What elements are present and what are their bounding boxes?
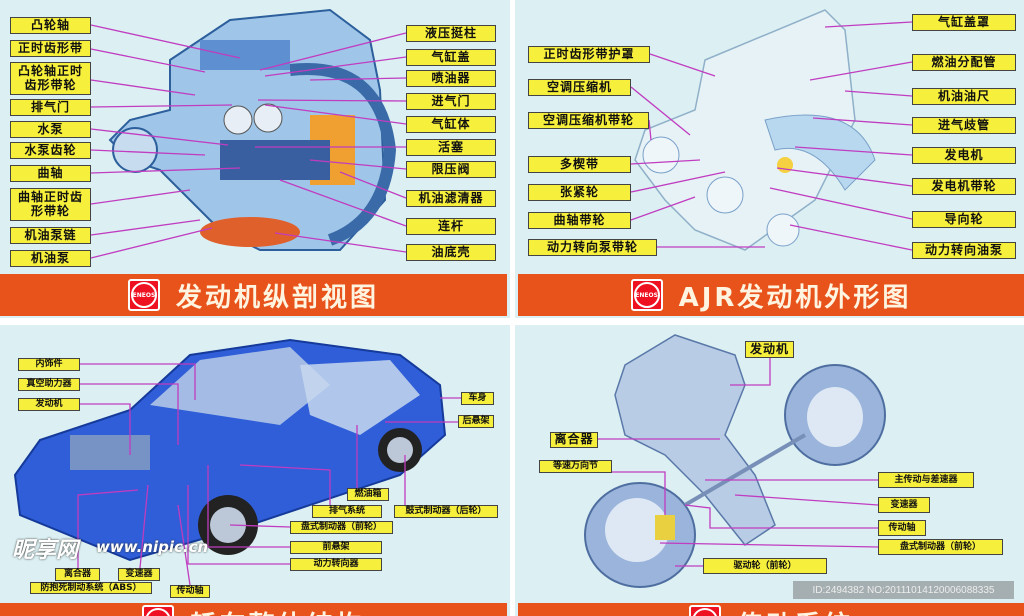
label-cylinder-head: 气缸盖: [406, 49, 496, 66]
eneos-logo: ENEOS: [688, 605, 721, 616]
panel-car-structure: 内饰件 真空助力器 发动机 车身 后悬架 燃油箱 排气系统 鼓式制动器（后轮） …: [0, 325, 510, 616]
eneos-logo: ENEOS: [630, 279, 663, 311]
label-oil-pump: 机油泵: [10, 250, 91, 267]
leader-lines: [90, 24, 407, 259]
leader-lines: [598, 358, 879, 567]
label-connecting-rod: 连杆: [406, 218, 496, 235]
label-brake-booster: 真空助力器: [18, 378, 80, 391]
label-exhaust-valve: 排气门: [10, 99, 91, 116]
label-ac-compressor-pulley: 空调压缩机带轮: [528, 112, 649, 129]
leader-lines: [77, 363, 461, 586]
title-bar: ENEOS AJR发动机外形图: [518, 274, 1024, 316]
label-front-suspension: 前悬架: [290, 541, 382, 554]
eneos-logo: ENEOS: [127, 279, 160, 311]
label-drive-shaft: 传动轴: [878, 520, 926, 536]
label-rear-suspension: 后悬架: [458, 415, 494, 428]
panel-drivetrain: 发动机 离合器 等速万向节 主传动与差速器 变速器 传动轴 盘式制动器（前轮） …: [515, 325, 1024, 616]
label-alternator: 发电机: [912, 147, 1016, 164]
label-drive-wheel-front: 驱动轮（前轮）: [703, 558, 827, 574]
label-final-drive-differential: 主传动与差速器: [878, 472, 974, 488]
label-timing-belt-cover: 正时齿形带护罩: [528, 46, 650, 63]
leader-lines: [630, 21, 913, 251]
label-engine: 发动机: [745, 341, 794, 358]
label-hydraulic-tappet: 液压挺柱: [406, 25, 496, 42]
label-camshaft: 凸轮轴: [10, 17, 91, 34]
panel-title: 发动机纵剖视图: [175, 282, 379, 313]
label-cylinder-block: 气缸体: [406, 116, 496, 133]
label-fuel-tank: 燃油箱: [347, 488, 389, 501]
label-pressure-relief-valve: 限压阀: [406, 161, 496, 178]
label-drum-brake-rear: 鼓式制动器（后轮）: [394, 505, 498, 518]
label-timing-belt: 正时齿形带: [10, 40, 91, 57]
panel-ajr-engine-exterior: 正时齿形带护罩 空调压缩机 空调压缩机带轮 多楔带 张紧轮 曲轴带轮 动力转向泵…: [515, 0, 1024, 318]
label-water-pump: 水泵: [10, 121, 91, 138]
label-power-steering-pump: 动力转向油泵: [912, 242, 1016, 259]
engine-section-illustration: [90, 8, 407, 259]
car-illustration: [13, 338, 461, 586]
label-body: 车身: [461, 392, 494, 405]
label-intake-valve: 进气门: [406, 93, 496, 110]
watermark-site: 昵享网: [12, 538, 79, 563]
panel-title: 轿车整体结构: [190, 605, 364, 616]
title-bar: ENEOS 轿车整体结构: [0, 603, 507, 616]
panel-title: 传动系统: [737, 605, 853, 616]
title-bar: ENEOS 发动机纵剖视图: [0, 274, 507, 316]
label-transmission: 变速器: [878, 497, 930, 513]
watermark-url: www.nipic.cn: [96, 538, 209, 556]
label-oil-pan: 油底壳: [406, 244, 496, 261]
title-bar: ENEOS 传动系统: [518, 603, 1024, 616]
label-crankshaft-pulley: 曲轴带轮: [528, 212, 631, 229]
label-clutch: 离合器: [550, 432, 598, 448]
image-id-watermark: ID:2494382 NO:20111014120006088335: [793, 581, 1014, 599]
label-crankshaft: 曲轴: [10, 165, 91, 182]
label-interior-trim: 内饰件: [18, 358, 80, 371]
label-idler-pulley: 导向轮: [912, 211, 1016, 228]
ajr-engine-illustration: [630, 9, 913, 251]
label-crank-timing-pulley: 曲轴正时齿形带轮: [10, 188, 91, 221]
label-fuel-rail: 燃油分配管: [912, 54, 1016, 71]
label-oil-filter: 机油滤清器: [406, 190, 496, 207]
label-transmission: 变速器: [118, 568, 160, 581]
label-water-pump-gear: 水泵齿轮: [10, 142, 91, 159]
label-dipstick: 机油油尺: [912, 88, 1016, 105]
label-engine: 发动机: [18, 398, 80, 411]
label-power-steering-pump-pulley: 动力转向泵带轮: [528, 239, 657, 256]
panel-title: AJR发动机外形图: [678, 282, 912, 313]
panel-engine-section: 凸轮轴 正时齿形带 凸轮轴正时齿形带轮 排气门 水泵 水泵齿轮 曲轴 曲轴正时齿…: [0, 0, 510, 318]
eneos-logo: ENEOS: [142, 605, 175, 616]
label-injector: 喷油器: [406, 70, 496, 87]
drivetrain-illustration: [584, 334, 886, 588]
label-piston: 活塞: [406, 139, 496, 156]
label-clutch: 离合器: [55, 568, 100, 581]
label-tensioner: 张紧轮: [528, 184, 631, 201]
label-abs: 防抱死制动系统（ABS）: [30, 582, 152, 594]
label-ac-compressor: 空调压缩机: [528, 79, 631, 96]
label-disc-brake-front: 盘式制动器（前轮）: [290, 521, 393, 534]
label-alternator-pulley: 发电机带轮: [912, 178, 1016, 195]
label-drive-shaft: 传动轴: [170, 585, 210, 598]
label-camshaft-timing-pulley: 凸轮轴正时齿形带轮: [10, 62, 91, 95]
label-exhaust-system: 排气系统: [312, 505, 382, 518]
label-valve-cover: 气缸盖罩: [912, 14, 1016, 31]
label-intake-manifold: 进气歧管: [912, 117, 1016, 134]
label-power-steering-gear: 动力转向器: [290, 558, 382, 571]
label-serpentine-belt: 多楔带: [528, 156, 631, 173]
label-cv-joint: 等速万向节: [539, 460, 612, 473]
label-oil-pump-chain: 机油泵链: [10, 227, 91, 244]
label-disc-brake-front: 盘式制动器（前轮）: [878, 539, 1003, 555]
